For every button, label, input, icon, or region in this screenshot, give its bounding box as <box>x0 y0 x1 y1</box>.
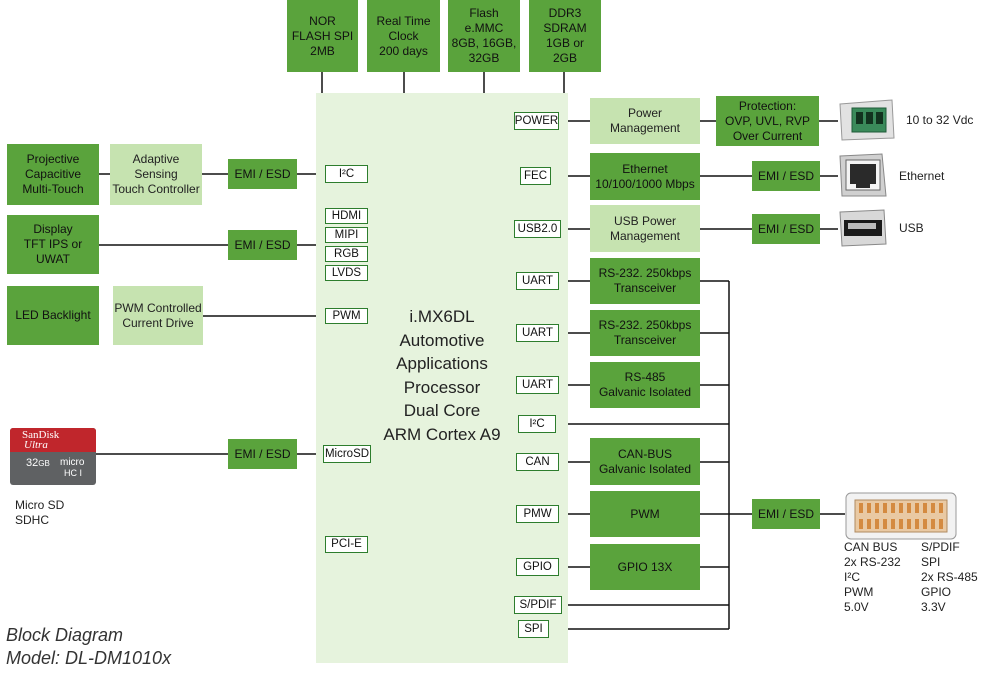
display-block: Display TFT IPS or UWAT <box>7 215 99 274</box>
sd-model: Ultra <box>24 439 48 451</box>
sd-capacity: 32 <box>26 457 39 469</box>
protection-block: Protection: OVP, UVL, RVP Over Current <box>716 96 819 146</box>
multi-pin-connector-icon <box>845 492 957 540</box>
sd-class: HC I <box>64 468 82 478</box>
port-pcie: PCI-E <box>325 536 368 553</box>
ddr3-block: DDR3 SDRAM 1GB or 2GB <box>529 0 601 72</box>
gpio-block: GPIO 13X <box>590 544 700 590</box>
emi-esd-usb: EMI / ESD <box>752 214 820 244</box>
port-spdif: S/PDIF <box>514 596 562 614</box>
rtc-block: Real Time Clock 200 days <box>367 0 440 72</box>
ethernet-label: Ethernet <box>899 169 945 183</box>
nor-flash-block: NOR FLASH SPI 2MB <box>287 0 358 72</box>
led-backlight-block: LED Backlight <box>7 286 99 345</box>
sd-brand: SanDisk <box>22 429 60 441</box>
connector-signals-col2: S/PDIF SPI 2x RS-485 GPIO 3.3V <box>921 540 978 614</box>
sd-unit: GB <box>38 459 50 468</box>
port-usb: USB2.0 <box>514 220 561 238</box>
port-microsd: MicroSD <box>323 445 371 463</box>
port-spi: SPI <box>518 620 549 638</box>
power-connector-icon <box>839 99 895 141</box>
port-rgb: RGB <box>325 246 368 262</box>
diagram-caption: Block Diagram Model: DL-DM1010x <box>6 625 172 668</box>
port-fec: FEC <box>520 167 551 185</box>
microsd-label: Micro SD SDHC <box>15 498 65 527</box>
port-pmw: PMW <box>516 505 559 523</box>
usb-power-block: USB Power Management <box>590 205 700 252</box>
rs232-block-1: RS-232. 250kbps Transceiver <box>590 258 700 304</box>
port-hdmi: HDMI <box>325 208 368 224</box>
pwm-drive-block: PWM Controlled Current Drive <box>113 286 203 345</box>
power-input-label: 10 to 32 Vdc <box>906 113 974 127</box>
port-i2c-left: I²C <box>325 165 368 183</box>
touch-controller-block: Adaptive Sensing Touch Controller <box>110 144 202 205</box>
touch-block: Projective Capacitive Multi-Touch <box>7 144 99 205</box>
emi-esd-bus: EMI / ESD <box>752 499 820 529</box>
power-management-block: Power Management <box>590 98 700 144</box>
microsd-card-icon: SanDisk Ultra 32GB micro HC I <box>10 428 96 485</box>
port-pwm-left: PWM <box>325 308 368 324</box>
port-i2c-right: I²C <box>518 415 556 433</box>
emi-esd-touch: EMI / ESD <box>228 159 297 189</box>
port-uart-3: UART <box>516 376 559 394</box>
emi-esd-display: EMI / ESD <box>228 230 297 260</box>
processor-label: i.MX6DL Automotive Applications Processo… <box>383 307 501 444</box>
usb-label: USB <box>899 221 924 235</box>
port-lvds: LVDS <box>325 265 368 281</box>
usb-connector-icon <box>839 209 887 247</box>
emmc-block: Flash e.MMC 8GB, 16GB, 32GB <box>448 0 520 72</box>
pwm-block: PWM <box>590 491 700 537</box>
port-mipi: MIPI <box>325 227 368 243</box>
port-gpio: GPIO <box>516 558 559 576</box>
rs232-block-2: RS-232. 250kbps Transceiver <box>590 310 700 356</box>
connector-signals-col1: CAN BUS 2x RS-232 I²C PWM 5.0V <box>844 540 901 614</box>
ethernet-block: Ethernet 10/100/1000 Mbps <box>590 153 700 200</box>
sd-logo: micro <box>60 457 85 468</box>
emi-esd-ethernet: EMI / ESD <box>752 161 820 191</box>
port-uart-1: UART <box>516 272 559 290</box>
port-power: POWER <box>514 112 559 130</box>
port-can: CAN <box>516 453 559 471</box>
emi-esd-sd: EMI / ESD <box>228 439 297 469</box>
canbus-block: CAN-BUS Galvanic Isolated <box>590 438 700 485</box>
ethernet-connector-icon <box>839 153 887 197</box>
rs485-block: RS-485 Galvanic Isolated <box>590 362 700 408</box>
port-uart-2: UART <box>516 324 559 342</box>
